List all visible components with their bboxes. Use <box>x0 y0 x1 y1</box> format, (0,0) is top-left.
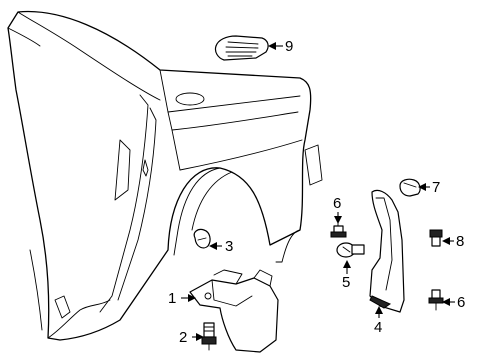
callout-label-5: 5 <box>342 274 350 291</box>
callout-label-1: 1 <box>168 290 176 307</box>
callout-8: 8 <box>442 233 464 250</box>
grommet <box>399 178 421 197</box>
mud-flap-bracket <box>189 269 279 353</box>
callout-1: 1 <box>168 290 196 307</box>
screw <box>201 322 217 351</box>
callout-5: 5 <box>342 260 351 291</box>
callout-label-6a: 6 <box>333 195 341 212</box>
callout-9: 9 <box>268 38 293 55</box>
push-pin <box>336 242 365 258</box>
callout-label-7: 7 <box>432 179 440 196</box>
bolt <box>429 229 443 247</box>
callout-label-9: 9 <box>285 38 293 55</box>
callout-label-6b: 6 <box>457 294 465 311</box>
callout-label-4: 4 <box>374 319 382 336</box>
callout-label-8: 8 <box>456 233 464 250</box>
callout-label-3: 3 <box>225 238 233 255</box>
callout-6a: 6 <box>333 195 342 224</box>
callout-3: 3 <box>209 238 233 255</box>
callout-4: 4 <box>374 306 383 336</box>
callout-7: 7 <box>418 179 440 196</box>
fastener-lower <box>428 289 444 311</box>
vent-grille <box>214 35 269 61</box>
callout-2: 2 <box>179 329 204 346</box>
mud-guard <box>369 189 405 313</box>
clip <box>193 228 211 249</box>
callout-6b: 6 <box>442 294 465 311</box>
quarter-panel <box>7 10 323 341</box>
callout-label-2: 2 <box>179 329 187 346</box>
